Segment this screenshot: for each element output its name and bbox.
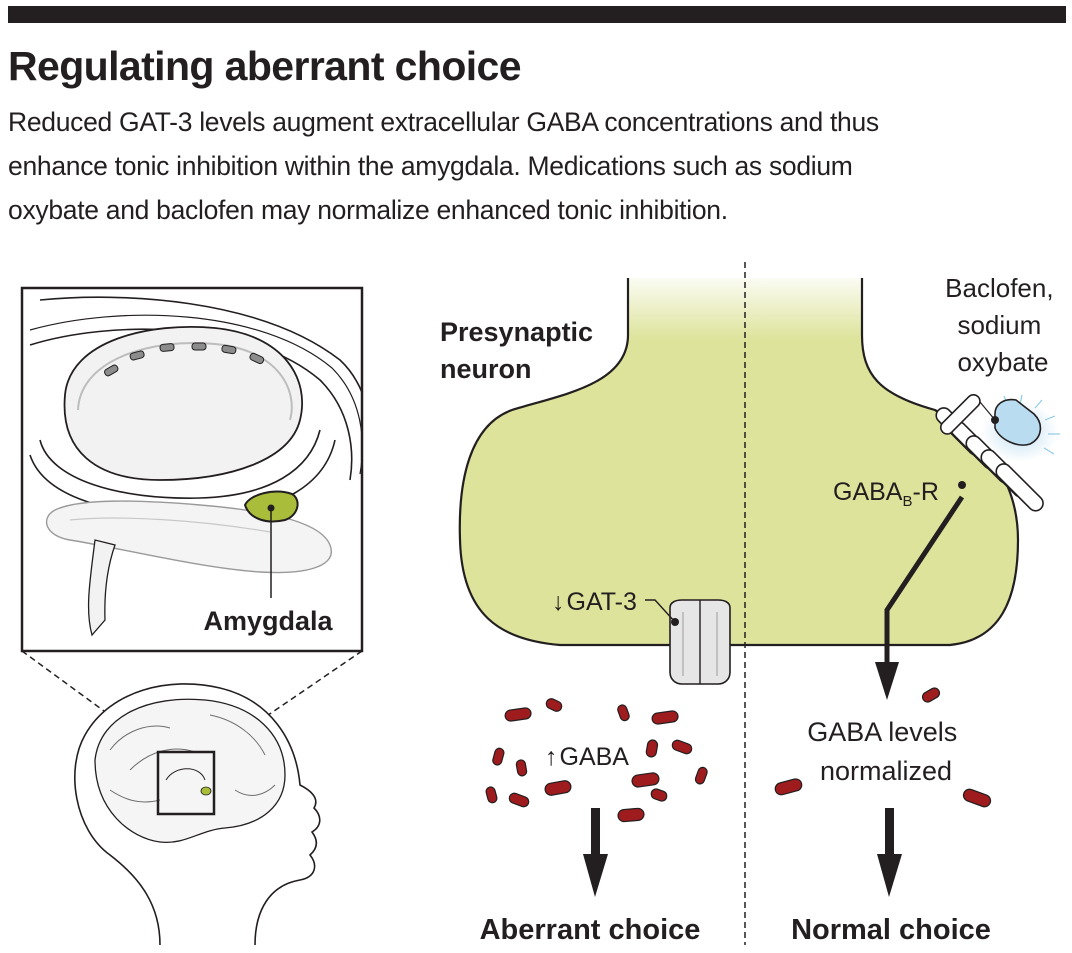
top-rule: [8, 6, 1066, 23]
brain-cross-section: [22, 288, 362, 651]
neuron-body: [459, 275, 1018, 645]
gat3-transporter: [645, 599, 731, 685]
aberrant-choice-label: Aberrant choice: [480, 914, 701, 946]
gabab-receptor: [935, 393, 1060, 512]
gaba-molecule: [671, 739, 693, 755]
gabab-receptor-label: GABAB-R: [833, 478, 939, 510]
drug-label: Baclofen, sodium oxybate: [945, 273, 1061, 377]
gaba-label: ↑GABA: [545, 743, 629, 771]
zoom-frame: [20, 286, 364, 653]
signaling-arrow: [884, 495, 965, 665]
gaba-normalized-label: GABA levels normalized: [807, 717, 965, 786]
gaba-molecule: [962, 788, 992, 808]
brain-zoom-box: [156, 750, 216, 816]
receptor-helix: [995, 463, 1044, 512]
gaba-molecule: [617, 807, 645, 823]
gaba-molecule: [645, 739, 659, 758]
gaba-molecule: [694, 766, 708, 785]
gaba-molecule: [631, 772, 660, 788]
subtitle-line: enhance tonic inhibition within the amyg…: [8, 151, 853, 181]
gaba-molecule: [508, 792, 530, 808]
brain-outline: [94, 698, 286, 844]
figure-subtitle: Reduced GAT-3 levels augment extracellul…: [8, 100, 1058, 232]
gaba-molecule: [650, 788, 668, 802]
amygdala-label: Amygdala: [203, 606, 333, 636]
gat3-label: ↓GAT-3: [552, 588, 637, 616]
presynaptic-neuron-label: Presynaptic neuron: [440, 317, 601, 384]
gaba-molecule: [651, 710, 679, 725]
outcome-arrow-right: [877, 808, 902, 897]
gaba-molecule: [515, 759, 528, 777]
gaba-molecule: [544, 780, 572, 796]
figure-title: Regulating aberrant choice: [8, 43, 522, 89]
drug-molecule: [994, 398, 1042, 446]
subtitle-line: Reduced GAT-3 levels augment extracellul…: [8, 107, 879, 137]
normal-choice-label: Normal choice: [791, 914, 991, 946]
gaba-molecule: [545, 698, 563, 712]
gaba-molecule: [617, 704, 630, 722]
ventricle: [63, 326, 303, 481]
gaba-molecules: [485, 687, 992, 823]
outcome-arrow-left: [583, 808, 608, 897]
receptor-helix: [939, 393, 981, 435]
gaba-molecule: [774, 778, 803, 796]
gaba-molecule: [492, 747, 505, 766]
gaba-molecule: [504, 707, 532, 722]
subtitle-line: oxybate and baclofen may normalize enhan…: [8, 195, 728, 225]
gaba-molecule: [485, 786, 498, 804]
brain-zoom-panel: Amygdala: [20, 286, 364, 946]
gaba-molecule: [921, 687, 941, 703]
